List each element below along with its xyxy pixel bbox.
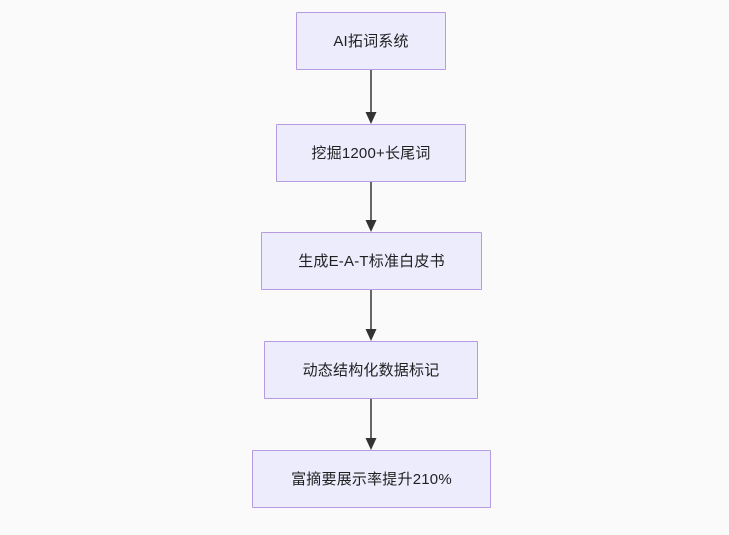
flow-node-generate-eat-whitepaper[interactable]: 生成E-A-T标准白皮书 bbox=[261, 232, 482, 290]
arrow-down-icon bbox=[365, 182, 377, 232]
arrow-down-icon bbox=[365, 70, 377, 124]
flow-edge-n2-n3 bbox=[361, 182, 381, 232]
flow-node-label: 生成E-A-T标准白皮书 bbox=[298, 252, 445, 270]
flow-edge-n3-n4 bbox=[361, 290, 381, 341]
arrow-down-icon bbox=[365, 290, 377, 341]
flow-edge-n1-n2 bbox=[361, 70, 381, 124]
flow-node-mine-longtail-keywords[interactable]: 挖掘1200+长尾词 bbox=[276, 124, 466, 182]
flow-edge-n4-n5 bbox=[361, 399, 381, 450]
flow-node-label: 富摘要展示率提升210% bbox=[291, 470, 452, 488]
flow-node-label: 挖掘1200+长尾词 bbox=[311, 144, 431, 162]
flow-node-label: 动态结构化数据标记 bbox=[302, 361, 440, 379]
flow-node-dynamic-structured-data-markup[interactable]: 动态结构化数据标记 bbox=[264, 341, 478, 399]
flow-node-label: AI拓词系统 bbox=[333, 32, 409, 50]
arrow-down-icon bbox=[365, 399, 377, 450]
flow-node-rich-snippet-impression-lift[interactable]: 富摘要展示率提升210% bbox=[252, 450, 491, 508]
flow-node-ai-keyword-system[interactable]: AI拓词系统 bbox=[296, 12, 446, 70]
